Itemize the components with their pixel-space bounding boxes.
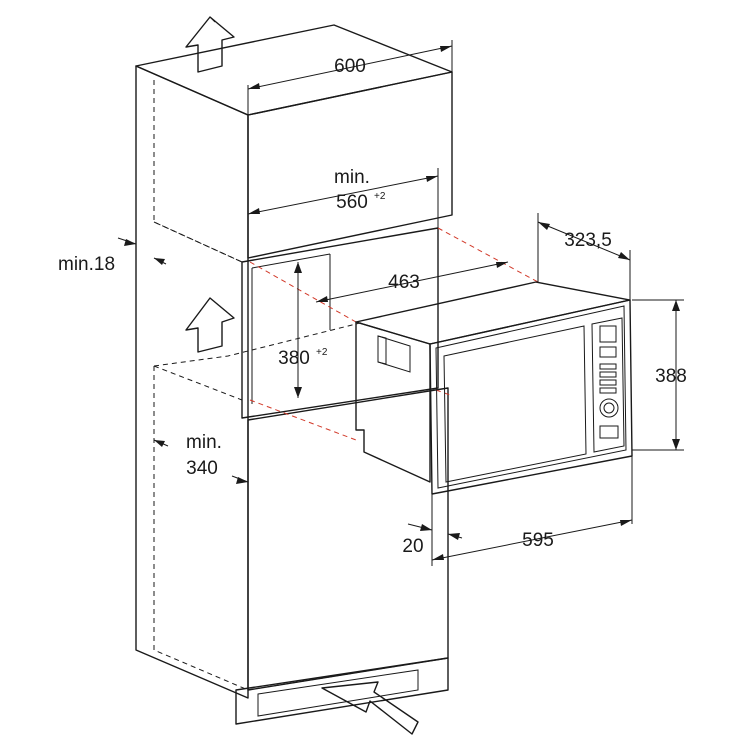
dim-side-panel: min.18 xyxy=(58,254,115,275)
oven-knob xyxy=(599,398,619,418)
dim-niche-width-tolerance: +2 xyxy=(374,191,386,202)
dim-niche-width: 560 xyxy=(336,192,368,213)
cabinet-top xyxy=(135,24,453,116)
dim-oven-height: 388 xyxy=(655,366,687,387)
oven-control-panel xyxy=(591,317,625,453)
oven-button-1 xyxy=(599,363,617,370)
dimension-lines xyxy=(117,40,684,566)
dim-niche-height-tolerance: +2 xyxy=(316,347,328,358)
oven-side-bracket xyxy=(377,335,411,373)
airflow-in-arrow-plinth xyxy=(321,681,419,735)
oven-display xyxy=(599,325,617,343)
oven-side xyxy=(355,321,431,483)
dim-frame-offset: 20 xyxy=(402,536,423,557)
dim-depth: 463 xyxy=(388,272,420,293)
oven-button-3 xyxy=(599,379,617,386)
dim-lower-min: min. xyxy=(186,432,222,453)
oven-button-4 xyxy=(599,387,617,394)
cabinet xyxy=(135,24,453,725)
niche-opening xyxy=(241,227,439,419)
oven-door-button xyxy=(599,425,619,439)
dim-width-top: 600 xyxy=(334,56,366,77)
dim-lower-value: 340 xyxy=(186,458,218,479)
airflow-up-arrow-middle xyxy=(185,297,235,353)
cabinet-left-side xyxy=(135,65,249,699)
cabinet-upper-front xyxy=(247,71,453,259)
plinth-vent xyxy=(257,669,419,717)
dim-oven-depth: 323,5 xyxy=(564,230,612,251)
dim-niche-height: 380 xyxy=(278,348,310,369)
dim-niche-width-min: min. xyxy=(334,167,370,188)
dim-oven-width: 595 xyxy=(522,530,554,551)
plinth xyxy=(235,657,449,725)
oven-button-2 xyxy=(599,371,617,378)
airflow-up-arrow-top xyxy=(185,16,235,73)
oven-window xyxy=(443,325,587,483)
